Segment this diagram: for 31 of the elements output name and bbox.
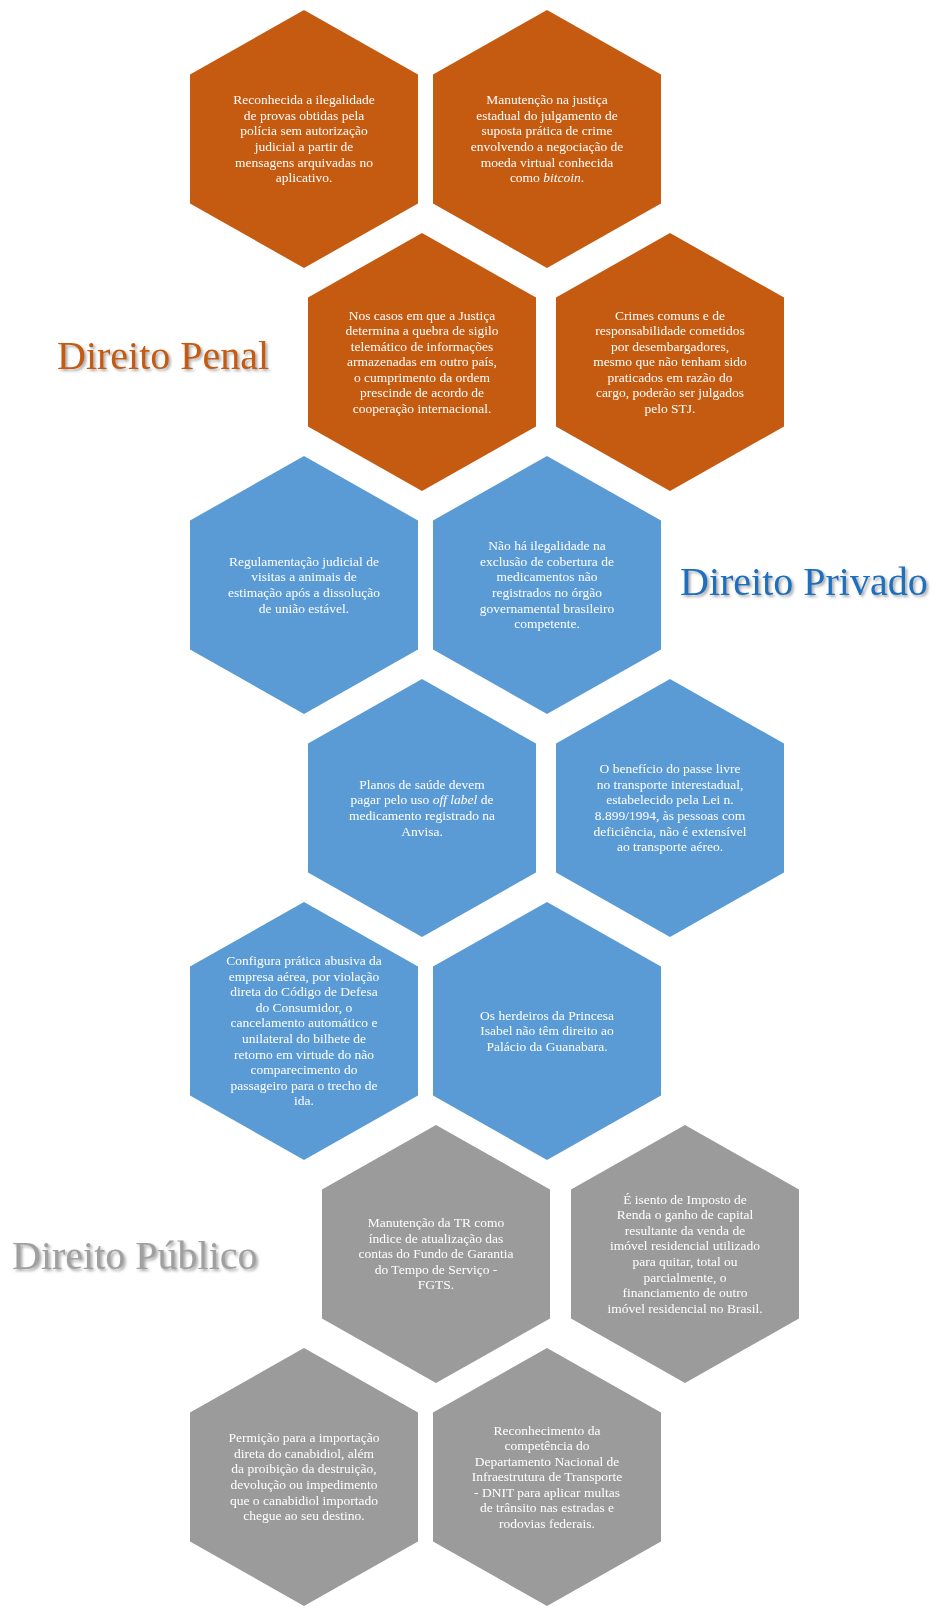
- hexagon-text: Manutenção na justiça estadual do julgamento de suposta prática de crime envolvendo a negociação de moeda virtual conhecida como bitcoin.: [469, 92, 625, 186]
- hexagon: [308, 233, 536, 491]
- hexagon: [190, 456, 418, 714]
- hexagon-text: O benefício do passe livre no transporte interestadual, estabelecido pela Lei n. 8.899/1994, às pessoas com deficiência, não é extensível ao transporte aéreo.: [592, 761, 748, 855]
- hexagon: [433, 902, 661, 1160]
- section-title: Direito Público: [12, 1236, 258, 1276]
- hexagon-text: Planos de saúde devem pagar pelo uso off label de medicamento registrado na Anvisa.: [347, 776, 497, 840]
- hexagon-text: Configura prática abusiva da empresa aérea, por violação direta do Código de Defesa do Consumidor, o cancelamento automático e unilateral do bilhete de retorno em virtude do não comparecimento do passageiro para o trecho de ida.: [226, 953, 382, 1109]
- section-title: Direito Penal: [57, 336, 270, 376]
- hexagon-text: Manutenção da TR como índice de atualização das contas do Fundo de Garantia do Tempo de Serviço - FGTS.: [358, 1215, 514, 1293]
- hexagon: [571, 1125, 799, 1383]
- hexagon: [322, 1125, 550, 1383]
- hexagon-text: Permição para a importação direta do canabidiol, além da proibição da destruição, devolução ou impedimento que o canabidiol importado chegue ao seu destino.: [227, 1430, 381, 1524]
- hexagon-text: Os herdeiros da Princesa Isabel não têm direito ao Palácio da Guanabara.: [479, 1007, 615, 1055]
- hexagon-text: Não há ilegalidade na exclusão de cobertura de medicamentos não registrados no órgão governamental brasileiro competente.: [478, 538, 616, 632]
- hexagon-text: Crimes comuns e de responsabilidade cometidos por desembargadores, mesmo que não tenham sido praticados em razão do cargo, poderão ser julgados pelo STJ.: [592, 307, 748, 417]
- hexagon-text: Regulamentação judicial de visitas a animais de estimação após a dissolução de união estável.: [227, 553, 381, 617]
- hexagon-text: Reconhecimento da competência do Departamento Nacional de Infraestrutura de Transporte - DNIT para aplicar multas de trânsito nas estradas e rodovias federais.: [470, 1422, 624, 1532]
- hexagon: [308, 679, 536, 937]
- hexagon: [190, 902, 418, 1160]
- hexagon: [190, 10, 418, 268]
- hexagon: [556, 679, 784, 937]
- hexagon: [433, 1348, 661, 1606]
- hexagon: [190, 1348, 418, 1606]
- hexagon-text: Nos casos em que a Justiça determina a quebra de sigilo telemático de informações armazenadas em outro país, o cumprimento da ordem prescinde de acordo de cooperação internacional.: [344, 307, 500, 417]
- hexagon-text: Reconhecida a ilegalidade de provas obtidas pela polícia sem autorização judicial a partir de mensagens arquivadas no aplicativo.: [232, 92, 376, 186]
- hexagon-text: É isento de Imposto de Renda o ganho de capital resultante da venda de imóvel residencial utilizado para quitar, total ou parcialmente, o financiamento de outro imóvel residencial no Brasil.: [607, 1191, 763, 1317]
- hexagon: [433, 456, 661, 714]
- hexagon: [556, 233, 784, 491]
- hexagon: [433, 10, 661, 268]
- section-title: Direito Privado: [680, 562, 928, 602]
